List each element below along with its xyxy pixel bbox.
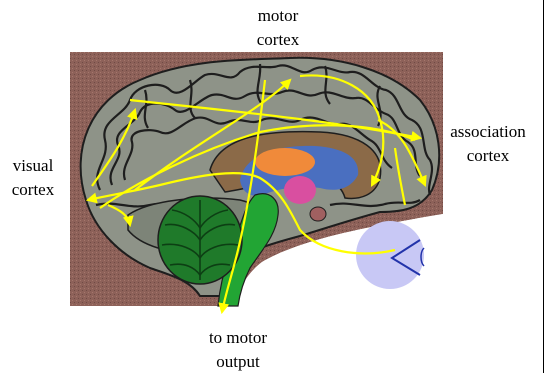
label-visual-cortex-line1: visual [0,154,66,178]
label-motor-cortex: motor cortex [238,4,318,52]
eye-circle [356,221,424,289]
pituitary [310,207,326,221]
label-association-cortex: association cortex [432,120,544,168]
label-visual-cortex: visual cortex [0,154,66,202]
label-motor-output-line2: output [183,350,293,374]
label-motor-cortex-line1: motor [238,4,318,28]
label-association-cortex-line1: association [432,120,544,144]
label-motor-output: to motor output [183,326,293,374]
label-motor-cortex-line2: cortex [238,28,318,52]
label-association-cortex-line2: cortex [432,144,544,168]
cerebellum [158,196,242,284]
label-visual-cortex-line2: cortex [0,178,66,202]
thalamus [255,148,315,176]
hypothalamus [284,176,316,204]
label-motor-output-line1: to motor [183,326,293,350]
